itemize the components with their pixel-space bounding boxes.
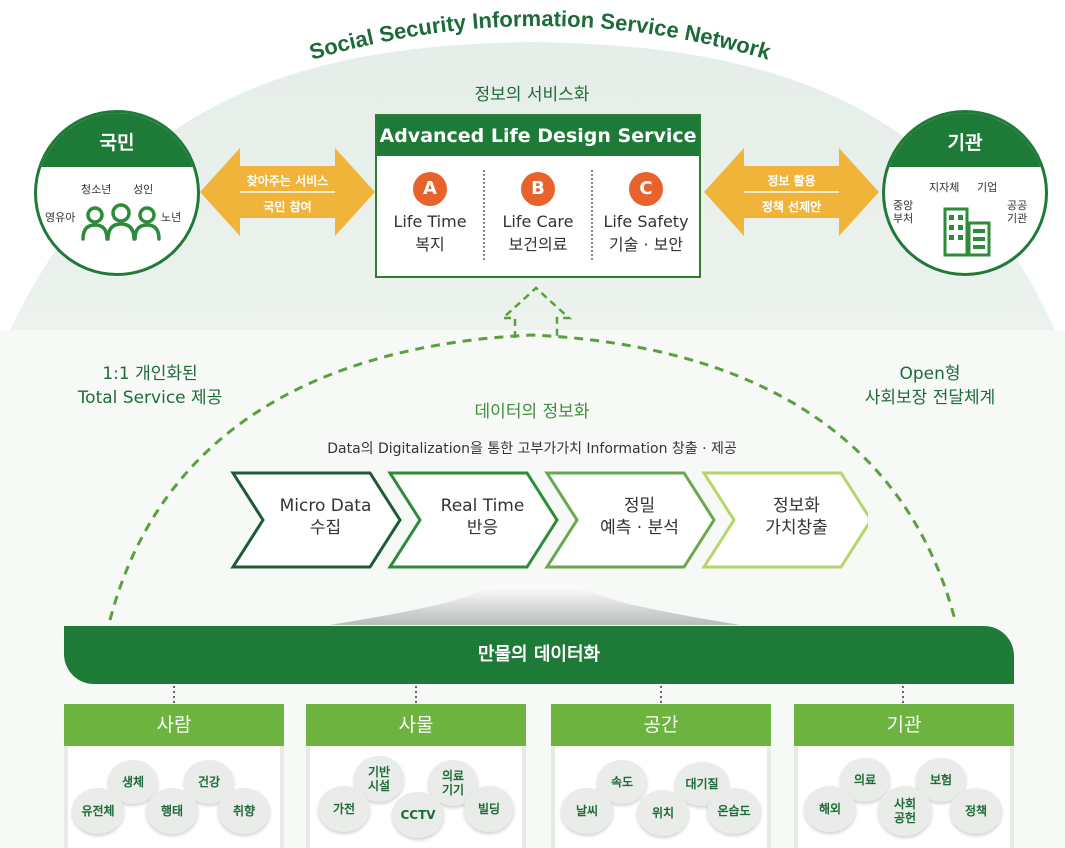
step-3-line2: 예측 · 분석 [600, 518, 679, 538]
step-3: 정밀 예측 · 분석 [572, 495, 707, 539]
data-title: 데이터의 정보화 [474, 402, 590, 422]
label-local-gov: 지자체 [929, 181, 960, 194]
bubble-taste: 취향 [218, 788, 270, 834]
label-elder: 노년 [161, 211, 182, 224]
right-side-line2: 사회보장 전달체계 [864, 388, 996, 408]
label-youth: 청소년 [81, 183, 112, 196]
service-items: A Life Time 복지 B Life Care 보건의료 C Life S… [377, 156, 699, 274]
right-double-arrow [704, 148, 879, 236]
category-things-title: 사물 [306, 704, 526, 746]
left-side-line1: 1:1 개인화된 [102, 364, 198, 384]
right-side-line1: Open형 [899, 364, 961, 384]
process-chevrons [230, 471, 868, 569]
step-1: Micro Data 수집 [258, 495, 393, 539]
data-bar: 만물의 데이터화 [64, 626, 1014, 684]
service-item-a: A Life Time 복지 [377, 156, 483, 274]
step-4-line1: 정보화 [773, 496, 820, 516]
label-public-org: 공공 기관 [1007, 199, 1028, 225]
right-side-text: Open형 사회보장 전달체계 [820, 362, 1040, 410]
step-2: Real Time 반응 [415, 495, 550, 539]
institution-circle: 기관 지자체 기업 중앙 부처 공공 기관 [882, 110, 1048, 276]
divider [483, 170, 485, 260]
bubble-policy: 정책 [950, 788, 1002, 834]
bubble-cctv: CCTV [392, 792, 444, 838]
service-item-b: B Life Care 보건의료 [485, 156, 591, 274]
bubble-behavior: 행태 [146, 788, 198, 834]
label-infant: 영유아 [45, 211, 76, 224]
bubble-weather: 날씨 [561, 788, 613, 834]
right-arrow-top: 정보 활용 [767, 174, 816, 188]
category-things: 사물 기반 시설 의료 기기 가전 CCTV 빌딩 [306, 704, 526, 848]
bubble-temp-humidity: 온습도 [707, 788, 761, 834]
bubble-biometric: 생체 [108, 760, 158, 804]
bubble-social-contribution: 사회 공헌 [878, 786, 932, 836]
step-2-line2: 반응 [466, 518, 499, 538]
service-title: Advanced Life Design Service [377, 116, 699, 156]
left-arrow-top: 찾아주는 서비스 [246, 174, 329, 188]
label-adult: 성인 [133, 183, 154, 196]
category-space-title: 공간 [551, 704, 771, 746]
bubble-overseas: 해외 [804, 786, 856, 832]
building-icon [943, 207, 991, 257]
left-arrow-bottom: 국민 참여 [263, 200, 312, 214]
category-space: 공간 속도 대기질 날씨 위치 온습도 [551, 704, 771, 848]
bubble-appliance: 가전 [318, 786, 370, 832]
step-4-line2: 가치창출 [765, 518, 828, 538]
label-central-gov: 중앙 부처 [893, 199, 914, 225]
step-4: 정보화 가치창출 [729, 495, 864, 539]
people-icon [81, 203, 161, 241]
top-label: 정보의 서비스화 [474, 85, 590, 105]
badge-a: A [413, 172, 447, 206]
service-item-c-en: Life Safety [603, 212, 689, 231]
category-institution-title: 기관 [794, 704, 1014, 746]
bubble-location: 위치 [637, 790, 689, 836]
citizen-circle: 국민 청소년 성인 영유아 노년 [34, 110, 200, 276]
category-people-title: 사람 [64, 704, 284, 746]
category-people: 사람 생체 건강 유전체 행태 취향 [64, 704, 284, 848]
left-side-line2: Total Service 제공 [77, 388, 223, 408]
service-item-c-ko: 기술 · 보안 [608, 235, 684, 254]
network-title: Social Security Information Service Netw… [306, 6, 774, 65]
bubble-genome: 유전체 [72, 788, 124, 834]
step-1-line1: Micro Data [279, 496, 372, 516]
step-3-line1: 정밀 [623, 496, 656, 516]
service-item-b-en: Life Care [502, 212, 574, 231]
step-2-line1: Real Time [440, 496, 525, 516]
network-title-text: Social Security Information Service Netw… [306, 6, 774, 65]
service-item-a-en: Life Time [393, 212, 467, 231]
service-box: Advanced Life Design Service A Life Time… [375, 114, 701, 278]
right-arrow-bottom: 정책 선제안 [761, 200, 822, 214]
bubble-building: 빌딩 [464, 786, 514, 832]
svg-text:Social Security Information Se: Social Security Information Service Netw… [306, 6, 774, 65]
service-item-a-ko: 복지 [415, 235, 445, 254]
category-institution: 기관 의료 보험 해외 사회 공헌 정책 [794, 704, 1014, 848]
service-item-c: C Life Safety 기술 · 보안 [593, 156, 699, 274]
badge-b: B [521, 172, 555, 206]
label-company: 기업 [977, 181, 998, 194]
left-double-arrow [200, 148, 375, 236]
divider [591, 170, 593, 260]
badge-c: C [629, 172, 663, 206]
data-subtitle: Data의 Digitalization을 통한 고부가가치 Informati… [327, 441, 737, 457]
service-item-b-ko: 보건의료 [508, 235, 568, 254]
left-side-text: 1:1 개인화된 Total Service 제공 [40, 362, 260, 410]
step-1-line2: 수집 [309, 518, 342, 538]
